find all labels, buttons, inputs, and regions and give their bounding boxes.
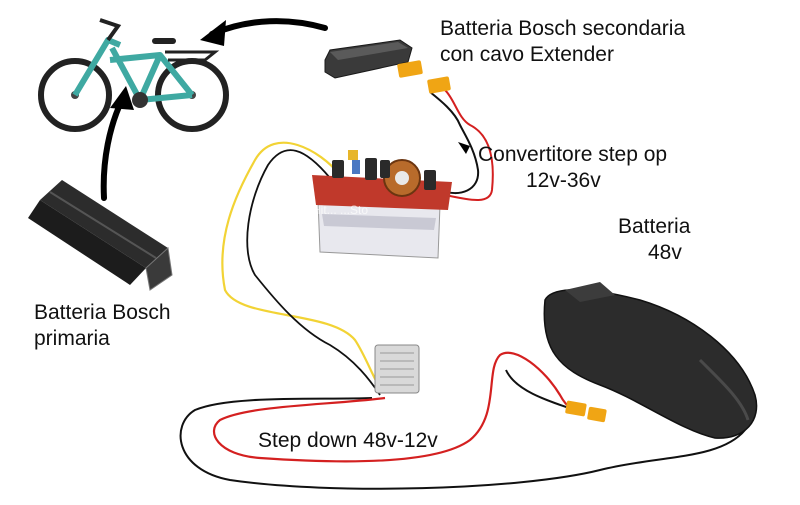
black-wire-battery [505,369,576,411]
label-converter-line2: 12v-36v [526,169,601,192]
arrow-primary-to-bike [100,97,125,201]
step-up-converter: Hit... ...Sto [312,150,452,259]
label-converter-line1: Convertitore step op [478,143,668,166]
primary-battery-terminal [145,246,173,291]
bike-saddle [152,38,176,44]
arrow-head-left [200,20,226,46]
converter-output-red [444,89,494,201]
black-wire-loop [179,397,746,490]
label-primary-battery: Batteria Bosch primaria [34,300,171,352]
black-wire-converter [246,149,381,396]
arrow-small-converter [458,142,470,154]
bike-motor [132,92,148,108]
bike-frame [72,37,195,103]
converter-output-black [429,91,480,195]
arrow-secondary-to-bike [209,18,328,37]
label-battery-48v: Batteria 48v [618,214,690,266]
yellow-wire [221,141,383,393]
label-secondary-battery: Batteria Bosch secondaria con cavo Exten… [440,16,685,68]
extender-connector [397,60,423,78]
arrow-head-up [110,86,134,110]
label-battery-48v-line1: Batteria [618,215,691,238]
label-primary-line2: primaria [34,327,110,350]
label-converter: Convertitore step op 12v-36v [478,142,667,194]
label-step-down: Step down 48v-12v [258,429,438,452]
battery-48v-connector [565,400,587,417]
step-down-module [374,344,420,394]
label-battery-48v-line2: 48v [648,241,682,264]
bike-front-wheel [38,58,112,132]
battery-48v [543,282,758,439]
label-primary-line1: Batteria Bosch [34,301,171,324]
watermark: Hit... ...Sto [312,203,368,217]
red-wire-loop [212,351,581,463]
bike-rack [165,50,220,62]
bike-handlebar [99,18,122,42]
ebike-illustration [38,18,229,132]
label-secondary-line1: Batteria Bosch secondaria [440,17,686,40]
primary-battery [28,180,173,291]
secondary-battery [324,39,451,94]
label-secondary-line2: con cavo Extender [440,43,614,66]
